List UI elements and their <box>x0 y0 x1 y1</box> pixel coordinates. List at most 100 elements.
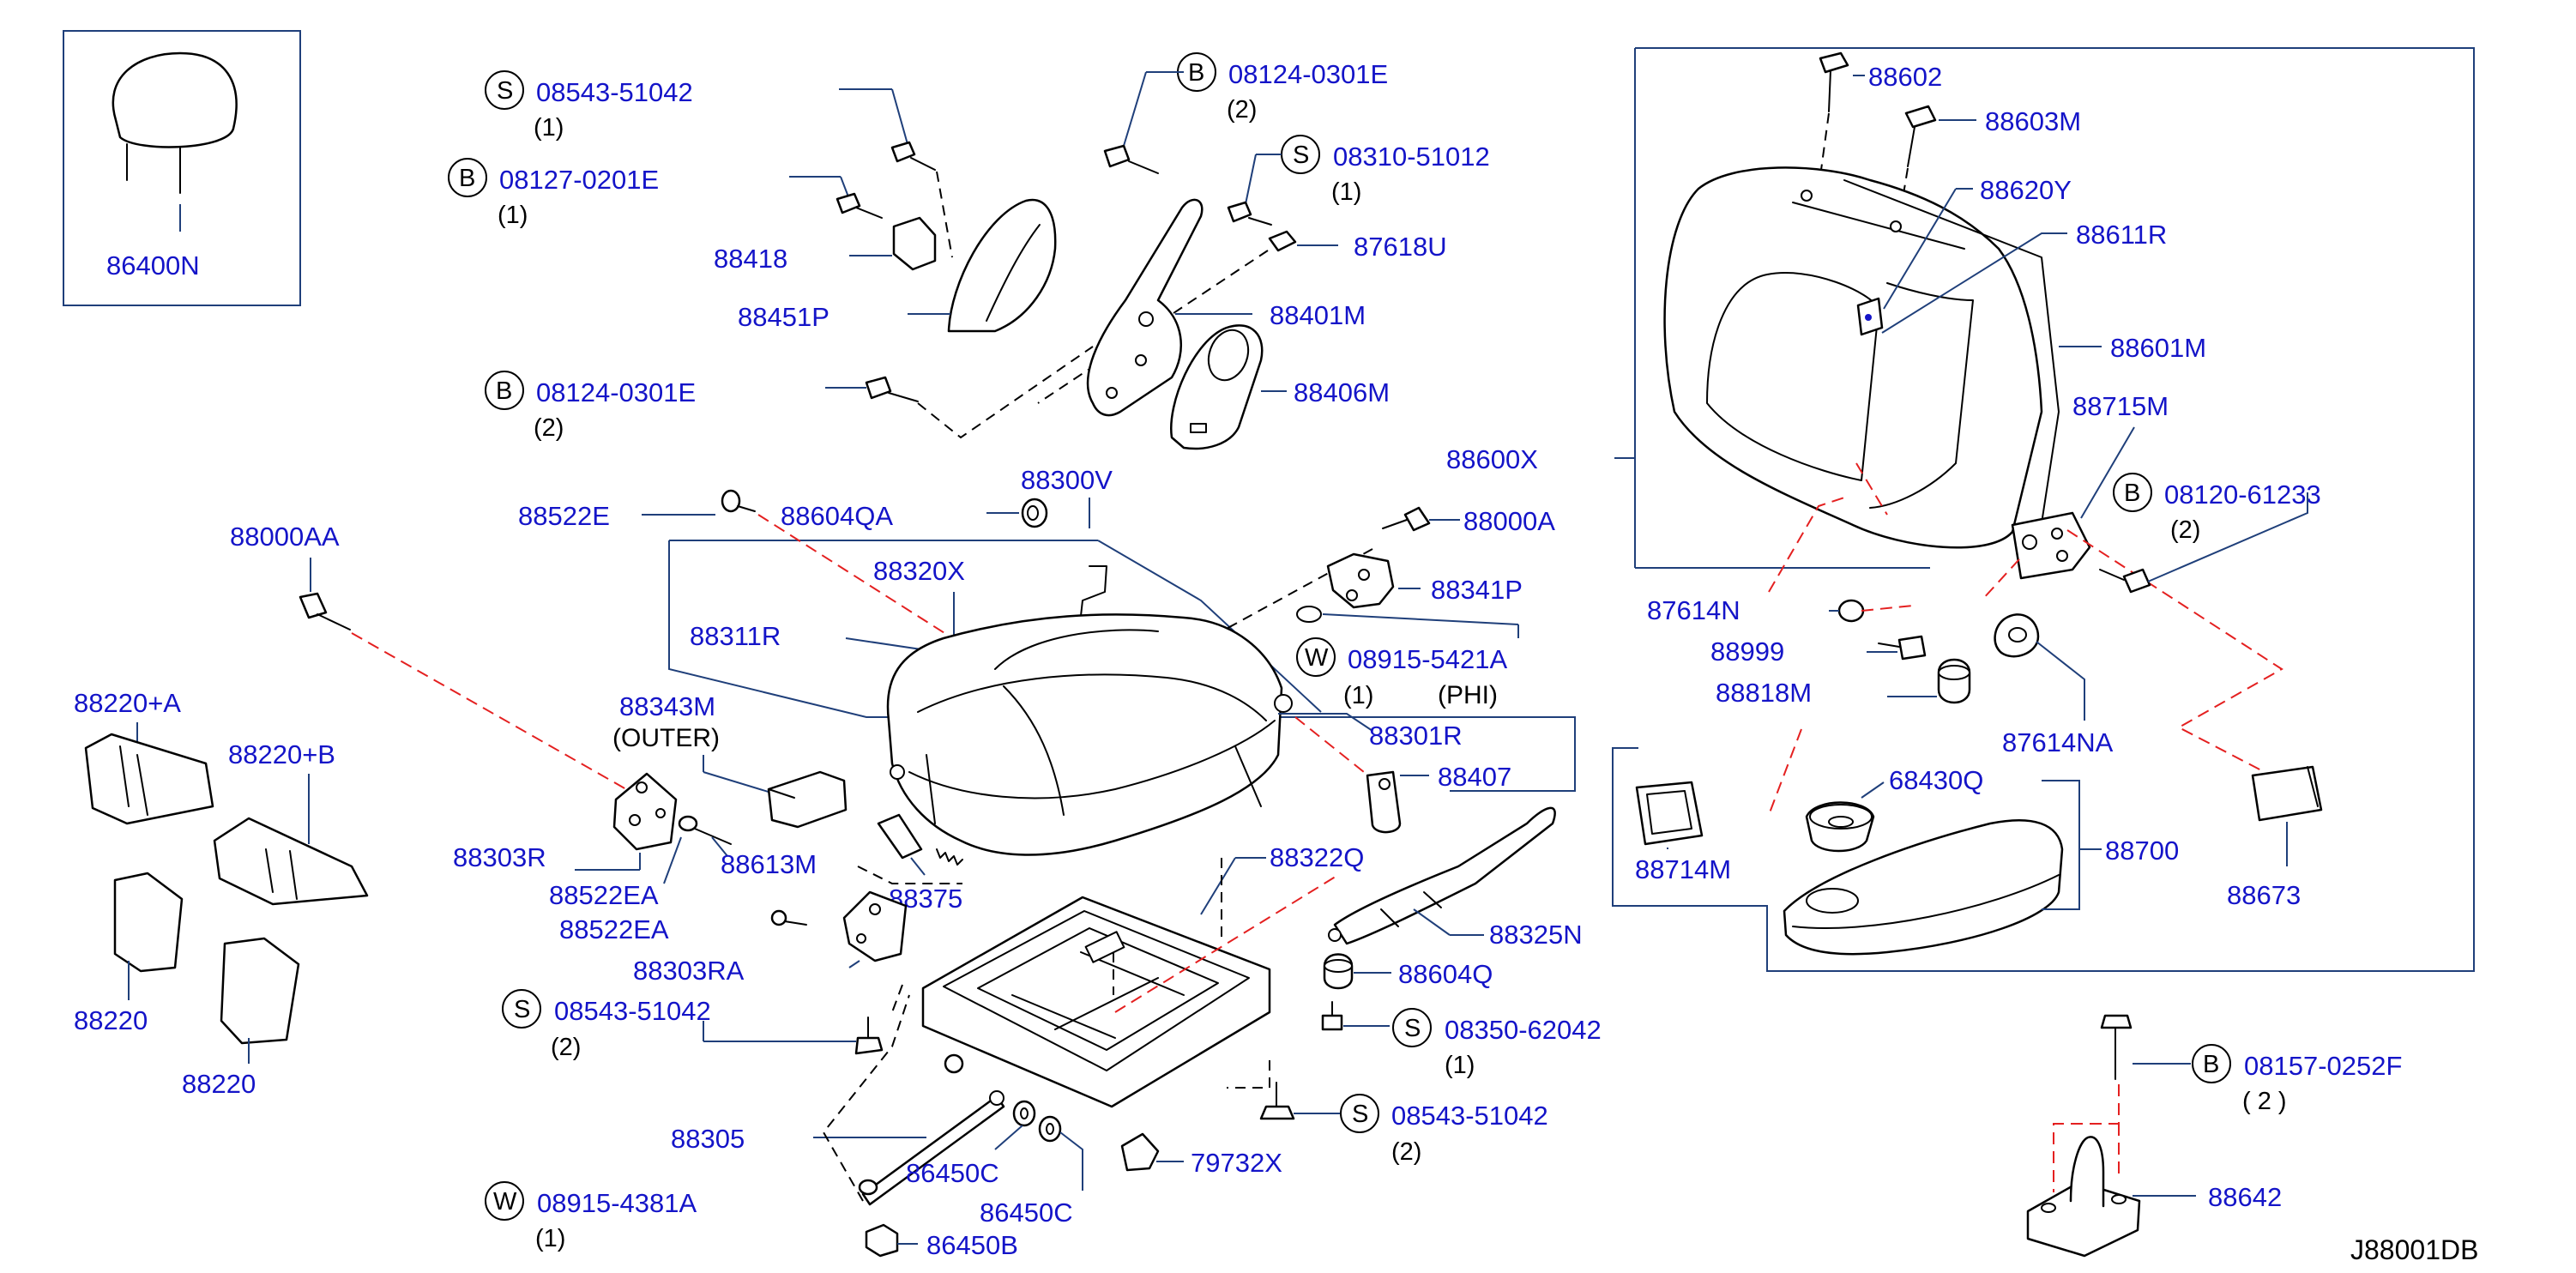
svg-text:S: S <box>497 77 513 105</box>
panel-88220a-icon <box>84 722 214 825</box>
svg-text:B: B <box>496 377 512 405</box>
svg-text:(1): (1) <box>1445 1052 1475 1079</box>
strap-88325n-icon <box>1328 806 1556 945</box>
label-88700: 88700 <box>2105 836 2179 866</box>
label-88305: 88305 <box>671 1124 745 1154</box>
fastener-w-08915-4381a: W 08915-4381A (1) <box>485 1181 697 1252</box>
label-88343m: 88343M <box>619 691 715 721</box>
label-87614na: 87614NA <box>2002 727 2114 757</box>
svg-text:B: B <box>1188 59 1204 87</box>
label-88999: 88999 <box>1710 636 1784 667</box>
svg-text:(2): (2) <box>551 1034 581 1061</box>
washer-icon <box>1296 606 1519 638</box>
label-88220-2: 88220 <box>182 1069 256 1099</box>
seatback-icon <box>1663 166 2060 549</box>
label-88220-1: 88220 <box>74 1005 148 1035</box>
label-88602: 88602 <box>1868 62 1942 92</box>
label-86450b: 86450B <box>926 1230 1018 1260</box>
bolt-icon <box>1103 71 1184 174</box>
fastener-s-08350-62042: S 08350-62042 (1) <box>1392 1008 1602 1079</box>
label-88673: 88673 <box>2227 880 2301 910</box>
clip-88620y-icon <box>1856 188 1973 336</box>
svg-text:08350-62042: 08350-62042 <box>1445 1015 1602 1045</box>
spacer-88604qa-icon <box>986 498 1048 528</box>
bracket-88642-icon <box>2026 1136 2196 1258</box>
bolt-88602-icon <box>1818 51 1865 190</box>
label-88303ra: 88303RA <box>633 956 745 986</box>
svg-text:08157-0252F: 08157-0252F <box>2244 1051 2402 1081</box>
pad-88300v-icon <box>1080 498 1322 713</box>
bolt-icon <box>789 176 883 219</box>
lead-88522ea <box>663 836 682 884</box>
svg-text:S: S <box>1404 1015 1421 1042</box>
bolt-icon <box>1227 154 1282 226</box>
panel-88220-2-icon <box>220 937 300 1064</box>
svg-text:S: S <box>514 996 530 1023</box>
cover-88418-icon <box>849 216 937 271</box>
cover-88343m-icon <box>703 755 848 829</box>
label-88406m: 88406M <box>1294 377 1390 407</box>
nut-86450b-icon <box>858 1179 918 1258</box>
bolt-icon <box>2099 492 2308 594</box>
bolt-88999-icon <box>1867 635 1927 661</box>
label-88818m: 88818M <box>1716 678 1812 708</box>
fastener-s-08543-51042-c: S 08543-51042 (2) <box>1340 1094 1548 1166</box>
bracket-88303ra-icon <box>770 890 908 968</box>
svg-text:(1): (1) <box>534 114 564 142</box>
lead-88301r <box>1278 713 1373 732</box>
cover-88714m-icon <box>1635 781 1704 849</box>
label-88522ea-2: 88522EA <box>559 914 669 944</box>
bushing-87614n-icon <box>1829 599 1914 623</box>
svg-text:08915-4381A: 08915-4381A <box>537 1188 697 1218</box>
bolt-88000aa-icon <box>299 558 627 790</box>
panel-88220-1-icon <box>113 872 184 1000</box>
svg-text:W: W <box>493 1188 517 1216</box>
bolt-icon <box>703 984 903 1055</box>
rod-88305-icon <box>813 994 1005 1206</box>
bolt-icon <box>825 346 1094 439</box>
label-86450c-2: 86450C <box>980 1198 1073 1228</box>
dash-88375 <box>857 866 962 884</box>
cap-88818m-icon <box>1887 658 1971 704</box>
fastener-s-08543-51042-b: S 08543-51042 (2) <box>502 989 711 1061</box>
svg-text:(2): (2) <box>1227 96 1257 124</box>
label-88325n: 88325N <box>1489 920 1583 950</box>
bolt-icon <box>1321 1001 1390 1031</box>
washer-86450c-icon <box>1038 1115 1083 1191</box>
bolt-icon <box>839 88 953 258</box>
label-88220a: 88220+A <box>74 688 181 718</box>
fastener-b-08124-0301e-top: B 08124-0301E (2) <box>1177 52 1388 124</box>
lead-88611r <box>1881 232 2067 334</box>
seat-cushion-icon <box>886 613 1293 856</box>
dash-87614n <box>1768 497 1845 593</box>
label-88320x: 88320X <box>873 556 965 586</box>
fastener-b-08124-0301e-left: B 08124-0301E (2) <box>485 371 696 442</box>
label-88603m: 88603M <box>1985 106 2081 136</box>
finisher-88451p-icon <box>908 198 1057 333</box>
label-79732x: 79732X <box>1191 1148 1282 1178</box>
label-88407: 88407 <box>1438 762 1511 792</box>
label-68430q: 68430Q <box>1889 765 1983 795</box>
svg-text:08915-5421A: 08915-5421A <box>1348 644 1507 674</box>
label-88311r: 88311R <box>690 621 781 651</box>
svg-text:(2): (2) <box>2170 516 2200 544</box>
svg-text:08310-51012: 08310-51012 <box>1333 142 1490 172</box>
headrest-frame <box>63 30 301 306</box>
label-88715m: 88715M <box>2072 391 2169 421</box>
bolt-88522e-icon <box>642 489 962 644</box>
label-88303r: 88303R <box>453 842 546 872</box>
label-88000aa: 88000AA <box>230 522 340 552</box>
label-88613m: 88613M <box>721 849 817 879</box>
label-88000a: 88000A <box>1463 506 1555 536</box>
svg-text:08543-51042: 08543-51042 <box>536 77 693 107</box>
label-88301r: 88301R <box>1369 721 1463 751</box>
label-88642: 88642 <box>2208 1182 2282 1212</box>
label-88601m: 88601M <box>2110 333 2206 363</box>
bracket-88303r-icon <box>575 772 678 871</box>
label-88322q: 88322Q <box>1270 842 1364 872</box>
svg-text:(1): (1) <box>1331 178 1361 206</box>
svg-text:( 2 ): ( 2 ) <box>2242 1088 2287 1115</box>
svg-text:08124-0301E: 08124-0301E <box>1228 59 1388 89</box>
svg-text:(2): (2) <box>534 414 564 442</box>
label-88600x: 88600X <box>1446 444 1538 474</box>
